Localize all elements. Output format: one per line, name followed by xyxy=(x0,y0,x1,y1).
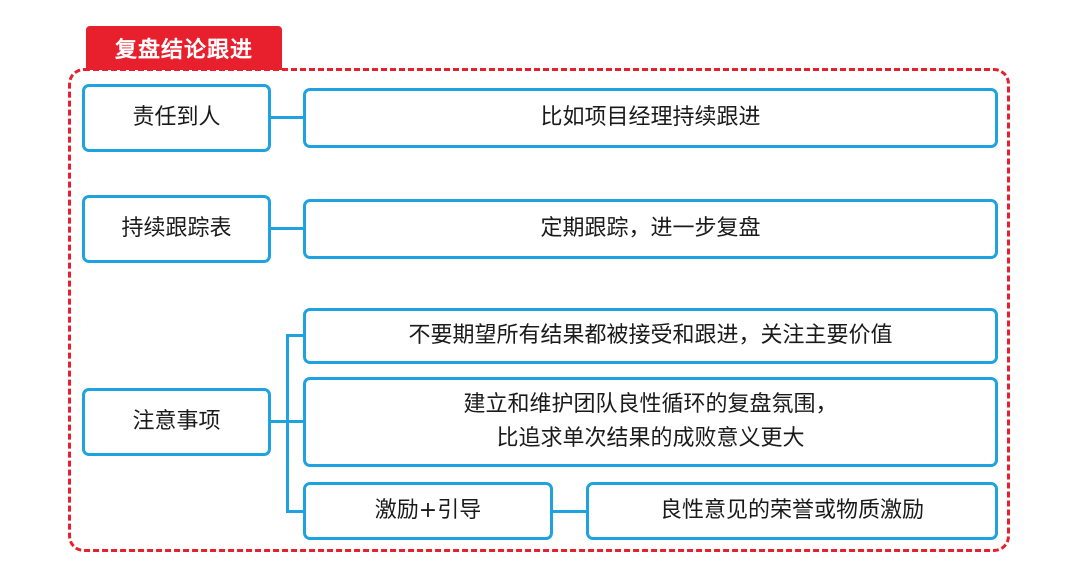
node-notes: 注意事项 xyxy=(82,388,271,456)
connector-notes-stem xyxy=(271,420,288,423)
note-culture-line-1: 建立和维护团队良性循环的复盘氛围， xyxy=(463,392,838,417)
node-responsibility-detail: 比如项目经理持续跟进 xyxy=(303,88,998,148)
note-culture: 建立和维护团队良性循环的复盘氛围， 比追求单次结果的成败意义更大 xyxy=(303,377,998,467)
dashed-frame xyxy=(68,68,1010,552)
node-tracking-sheet-detail: 定期跟踪，进一步复盘 xyxy=(303,199,998,259)
connector-notes-branch-2 xyxy=(286,420,303,423)
connector-notes-branch-3 xyxy=(286,510,303,513)
connector-incentive xyxy=(553,510,586,513)
node-incentive: 激励+引导 xyxy=(303,482,553,540)
note-main-value: 不要期望所有结果都被接受和跟进，关注主要价值 xyxy=(303,308,998,364)
node-tracking-sheet-detail-text: 定期跟踪，进一步复盘 xyxy=(540,216,761,241)
diagram-title: 复盘结论跟进 xyxy=(86,26,282,70)
connector-notes-spine xyxy=(286,336,289,511)
connector-notes-branch-1 xyxy=(286,334,303,337)
node-incentive-label: 激励+引导 xyxy=(374,498,482,523)
node-notes-label: 注意事项 xyxy=(132,409,221,434)
node-responsibility: 责任到人 xyxy=(82,84,271,152)
node-incentive-detail-text: 良性意见的荣誉或物质激励 xyxy=(659,498,924,523)
connector-row-2 xyxy=(271,227,303,230)
node-incentive-detail: 良性意见的荣誉或物质激励 xyxy=(586,482,998,540)
node-tracking-sheet: 持续跟踪表 xyxy=(82,195,271,263)
node-responsibility-label: 责任到人 xyxy=(132,105,221,130)
node-tracking-sheet-label: 持续跟踪表 xyxy=(121,216,232,241)
note-main-value-text: 不要期望所有结果都被接受和跟进，关注主要价值 xyxy=(408,323,893,348)
node-responsibility-detail-text: 比如项目经理持续跟进 xyxy=(540,105,761,130)
note-culture-line-2: 比追求单次结果的成败意义更大 xyxy=(496,426,805,451)
connector-row-1 xyxy=(271,116,303,119)
